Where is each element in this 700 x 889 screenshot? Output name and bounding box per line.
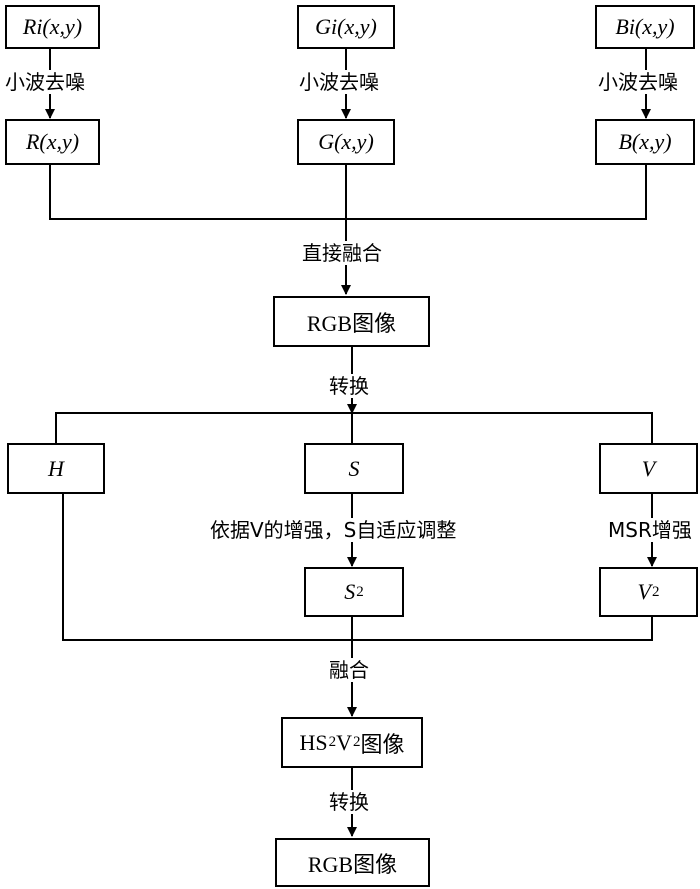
node-g-label: G(x,y)	[318, 129, 374, 154]
node-s-label: S	[348, 455, 360, 481]
node-hsv-hs: HS	[299, 729, 328, 755]
label-fuse: 融合	[327, 658, 371, 682]
node-s2-label: S	[344, 579, 356, 604]
node-b: B(x,y)	[595, 119, 695, 165]
node-gi: Gi(x,y)	[297, 5, 395, 49]
node-hsv-tail: 图像	[360, 731, 405, 757]
node-h-label: H	[48, 455, 64, 481]
node-rgb-image-1: RGB图像	[273, 296, 430, 347]
node-ri-label: Ri(x,y)	[22, 14, 83, 39]
label-s-adaptive: 依据V的增强，S自适应调整	[208, 518, 459, 542]
node-hsv-s-sub: 2	[328, 734, 337, 750]
node-gi-label: Gi(x,y)	[315, 14, 377, 39]
node-h: H	[7, 443, 105, 494]
node-r: R(x,y)	[5, 119, 100, 165]
label-convert-1: 转换	[327, 374, 371, 398]
label-denoise-r: 小波去噪	[3, 70, 87, 94]
node-s: S	[304, 443, 404, 494]
node-hsv-v-sub: 2	[353, 734, 361, 750]
node-v2-label: V	[637, 579, 651, 604]
label-direct-fuse: 直接融合	[300, 241, 384, 265]
node-bi-label: Bi(x,y)	[615, 14, 675, 39]
node-ri: Ri(x,y)	[5, 5, 100, 49]
node-bi: Bi(x,y)	[595, 5, 695, 49]
node-s2-sub: 2	[356, 583, 364, 600]
node-v: V	[599, 443, 698, 494]
label-denoise-b: 小波去噪	[596, 70, 680, 94]
node-g: G(x,y)	[297, 119, 395, 165]
node-r-label: R(x,y)	[25, 129, 80, 154]
node-rgb-image-1-label: RGB图像	[306, 310, 397, 336]
node-hsv-v: V	[336, 729, 352, 755]
node-rgb-image-2-label: RGB图像	[307, 851, 398, 877]
node-rgb-image-2: RGB图像	[275, 838, 430, 887]
node-v2-sub: 2	[651, 583, 660, 600]
node-b-label: B(x,y)	[618, 129, 672, 154]
label-msr: MSR增强	[606, 518, 694, 542]
node-v-label: V	[641, 455, 656, 481]
label-convert-2: 转换	[327, 790, 371, 814]
label-denoise-g: 小波去噪	[297, 70, 381, 94]
